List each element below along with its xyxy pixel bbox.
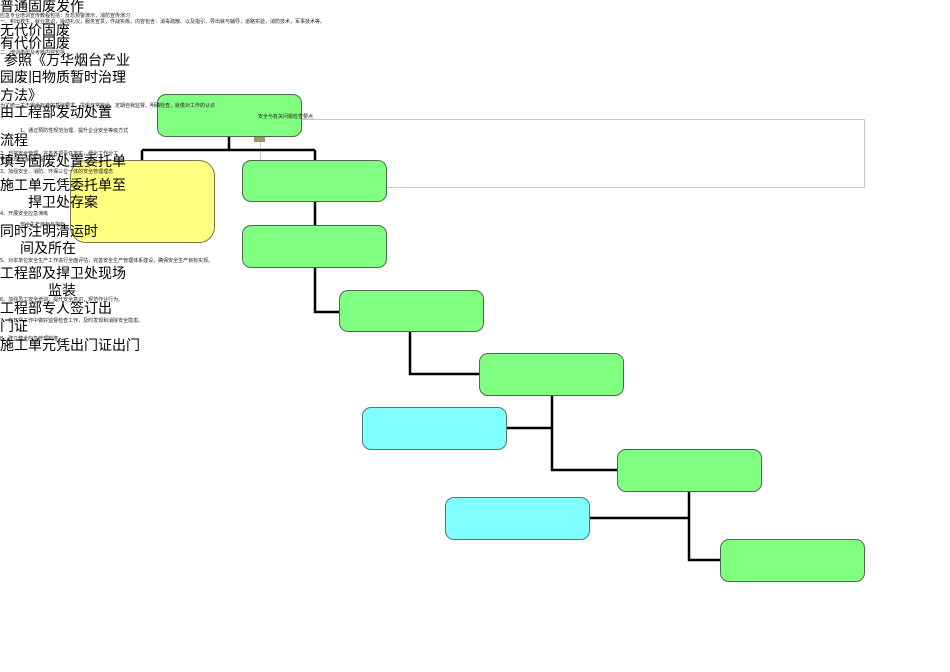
note-line: 应急专业培训宣传教程包括：反恐预警演示，消防宣传演习 — [0, 13, 131, 19]
note-line: 二、培训类型及考核内容包括 — [0, 50, 66, 56]
heading-line: 园废旧物质暂时治理 — [0, 70, 126, 86]
heading-line: 捍卫处存案 — [28, 195, 98, 211]
heading-line: 方法》 — [0, 88, 42, 104]
flow-box-5[interactable] — [479, 353, 624, 396]
note-line: 5、对本单位安全生产工作进行全面评估，完善安全生产管理体系建设，确保安全生产目标… — [0, 258, 214, 264]
heading-line: 流程 — [0, 133, 28, 149]
note-line: 安全与有关问题检查要点 — [258, 114, 314, 120]
note-line: 管理和建议相关产品 — [0, 157, 46, 163]
heading-line: 有代价固废 — [0, 36, 70, 52]
flow-box-side-2[interactable] — [445, 497, 590, 540]
flow-box-6[interactable] — [617, 449, 762, 492]
note-line: 3、加强安全、消防、环保三位一体的安全管理理念 — [0, 169, 114, 175]
flow-box-7[interactable] — [720, 539, 865, 582]
note-line: 4、开展安全应急演练 — [0, 211, 49, 217]
flow-box-2[interactable] — [242, 160, 387, 202]
note-line: 8、建立健全应急管理制度。 — [0, 336, 64, 342]
connector-4-5 — [408, 332, 479, 376]
heading-line: 施工单元凭出门证出门 — [0, 338, 140, 354]
note-line: 2、日常安全管理，完善各项责任落实，细化工作分工 — [0, 151, 119, 157]
heading-line: 间及所在 — [20, 241, 76, 257]
connector-3-4 — [313, 268, 339, 314]
heading-line: 工程部专人签订出 — [0, 301, 112, 317]
connector-top-split — [140, 137, 317, 160]
heading-line: 同时注明清运时 — [0, 224, 98, 240]
heading-line: 普通固废发作 — [0, 0, 84, 15]
flow-box-4[interactable] — [339, 290, 484, 332]
flow-box-top[interactable] — [157, 94, 302, 137]
connector-6-7 — [687, 492, 720, 562]
heading-line: 监装 — [48, 283, 76, 299]
heading-line: 填写固废处置委托单 — [0, 154, 126, 170]
heading-line: 无代价固废 — [0, 23, 70, 39]
connector-5-6 — [550, 396, 617, 472]
heading-line: 参照《万华烟台产业 — [4, 53, 130, 69]
note-line: 1、通过预防性规范治理、提升企业安全等级方式 — [20, 128, 129, 134]
flow-box-start[interactable] — [70, 160, 215, 243]
note-line: 安全生产目标与指标 — [20, 222, 66, 228]
heading-line: 由工程部发动处置 — [0, 105, 112, 121]
note-line: 一、积出救生、就业意识，操动礼仪，服务宣贯，作战实练，内容包含：消毒疏散、以及指… — [0, 19, 326, 25]
heading-line: 门证 — [0, 319, 28, 335]
note-line: 7、在日常工作中做好监督检查工作，及时发现和消除安全隐患。 — [0, 318, 144, 324]
heading-line: 施工单元凭委托单至 — [0, 178, 126, 194]
flow-box-3[interactable] — [242, 225, 387, 268]
note-line: 为了统一关于安全标准的基础要求，提倡日常安全、定期自我监督、明确检查，就像对工作… — [0, 103, 216, 109]
panel-tag-marker — [254, 136, 265, 142]
heading-line: 工程部及捍卫处现场 — [0, 266, 126, 282]
flow-box-side-1[interactable] — [362, 407, 507, 450]
note-line: 6、加强员工安全培训，提升安全意识，规范作业行为。 — [0, 297, 124, 303]
